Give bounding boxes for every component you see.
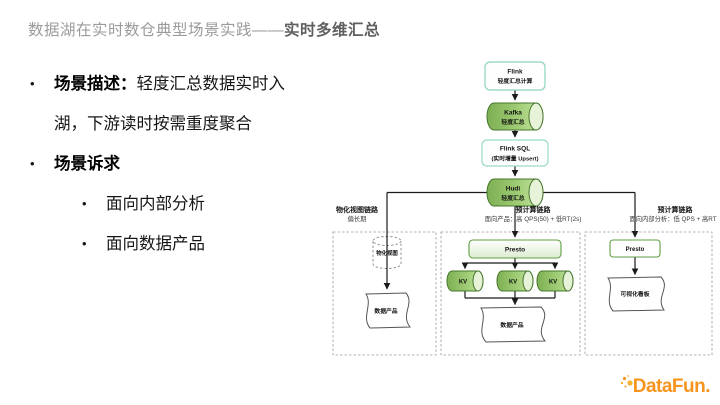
presto-right-label: Presto — [626, 247, 645, 253]
bullet-scene-description-text: 场景描述：轻度汇总数据实时入 湖，下游读时按需重度聚合 — [54, 64, 345, 144]
flink-node: Flink 轻度汇总计算 — [484, 61, 546, 91]
branch-panels — [332, 231, 713, 356]
branch-middle-panel — [440, 231, 581, 356]
page-title-highlight: 实时多维汇总 — [284, 22, 381, 39]
kv-cylinder-3: KV — [536, 270, 574, 292]
branch-middle-subtitle: 面向产品：高 QPS(50) + 低RT(2s) — [485, 214, 582, 223]
data-product-left-label: 数据产品 — [374, 307, 397, 315]
kafka-title: Kafka — [504, 110, 522, 117]
sub-bullet-data-product: • 面向数据产品 — [82, 224, 345, 264]
scene-description-label: 场景描述： — [54, 75, 137, 93]
flink-sql-title: Flink SQL — [500, 146, 530, 153]
data-product-doc-middle: 数据产品 — [480, 306, 547, 343]
kv-3-label: KV — [549, 280, 557, 286]
kv-1-label: KV — [459, 280, 467, 286]
branch-left-subtitle: 偏长期 — [348, 214, 367, 223]
kv-cylinder-1: KV — [446, 270, 484, 292]
presto-node-middle: Presto — [468, 239, 562, 259]
datafun-sparkle-icon — [619, 372, 635, 395]
bullet-icon: • — [30, 156, 35, 171]
connector-arrows — [383, 90, 639, 306]
sub-bullet-data-product-text: 面向数据产品 — [106, 235, 205, 253]
bullet-icon: • — [30, 76, 35, 91]
branch-left-panel — [332, 231, 437, 356]
data-product-doc-left: 数据产品 — [365, 292, 411, 329]
bullet-list: • 场景描述：轻度汇总数据实时入 湖，下游读时按需重度聚合 • 场景诉求 • 面… — [30, 64, 345, 264]
scene-demand-label: 场景诉求 — [54, 155, 120, 173]
kv-2-label: KV — [509, 280, 517, 286]
data-product-middle-label: 数据产品 — [500, 321, 523, 329]
flink-node-subtitle: 轻度汇总计算 — [498, 77, 533, 85]
scene-description-line1: 轻度汇总数据实时入 — [136, 75, 286, 93]
scene-description-line2: 湖，下游读时按需重度聚合 — [54, 115, 252, 133]
dashboard-doc-label: 可视化看板 — [621, 290, 650, 298]
bullet-scene-description: • 场景描述：轻度汇总数据实时入 湖，下游读时按需重度聚合 — [30, 64, 345, 144]
page-title: 数据湖在实时数仓典型场景实践——实时多维汇总 — [28, 18, 380, 40]
datafun-logo-text: DataFun. — [632, 376, 711, 397]
flink-sql-node: Flink SQL (实时增量 Upsert) — [481, 139, 549, 167]
dashboard-doc: 可视化看板 — [607, 276, 665, 312]
kafka-subtitle: 轻度汇总 — [501, 118, 524, 126]
hudi-title: Hudi — [506, 186, 521, 193]
kafka-cylinder: Kafka 轻度汇总 — [486, 102, 544, 131]
page-title-prefix: 数据湖在实时数仓典型场景实践—— — [28, 22, 285, 39]
branch-right-panel — [584, 231, 713, 356]
bullet-icon: • — [82, 236, 87, 251]
presto-middle-label: Presto — [505, 247, 525, 254]
presto-node-right: Presto — [609, 239, 661, 258]
bullet-icon: • — [82, 196, 87, 211]
branch-headers: 物化视图链路 偏长期 预计算链路 面向产品：高 QPS(50) + 低RT(2s… — [336, 205, 717, 223]
sub-bullet-internal-analysis: • 面向内部分析 — [82, 184, 345, 224]
materialized-view-label: 物化视图 — [376, 249, 398, 257]
bullet-scene-demand: • 场景诉求 — [30, 144, 345, 184]
branch-right-subtitle: 面向内部分析：低 QPS + 高RT — [629, 214, 716, 223]
hudi-subtitle: 轻度汇总 — [501, 194, 524, 202]
sub-bullet-internal-analysis-text: 面向内部分析 — [106, 195, 205, 213]
flink-sql-subtitle: (实时增量 Upsert) — [491, 155, 538, 163]
datafun-logo: DataFun. — [619, 374, 711, 398]
branch-left-title: 物化视图链路 — [336, 205, 379, 214]
branch-middle-title: 预计算链路 — [516, 205, 552, 214]
kv-cylinder-2: KV — [496, 270, 534, 292]
flink-node-title: Flink — [507, 69, 523, 76]
branch-right-title: 预计算链路 — [658, 205, 694, 214]
hudi-cylinder: Hudi 轻度汇总 — [486, 178, 544, 207]
architecture-diagram: Flink 轻度汇总计算 Kafka 轻度汇总 Flink SQL (实时增量 … — [330, 55, 720, 370]
